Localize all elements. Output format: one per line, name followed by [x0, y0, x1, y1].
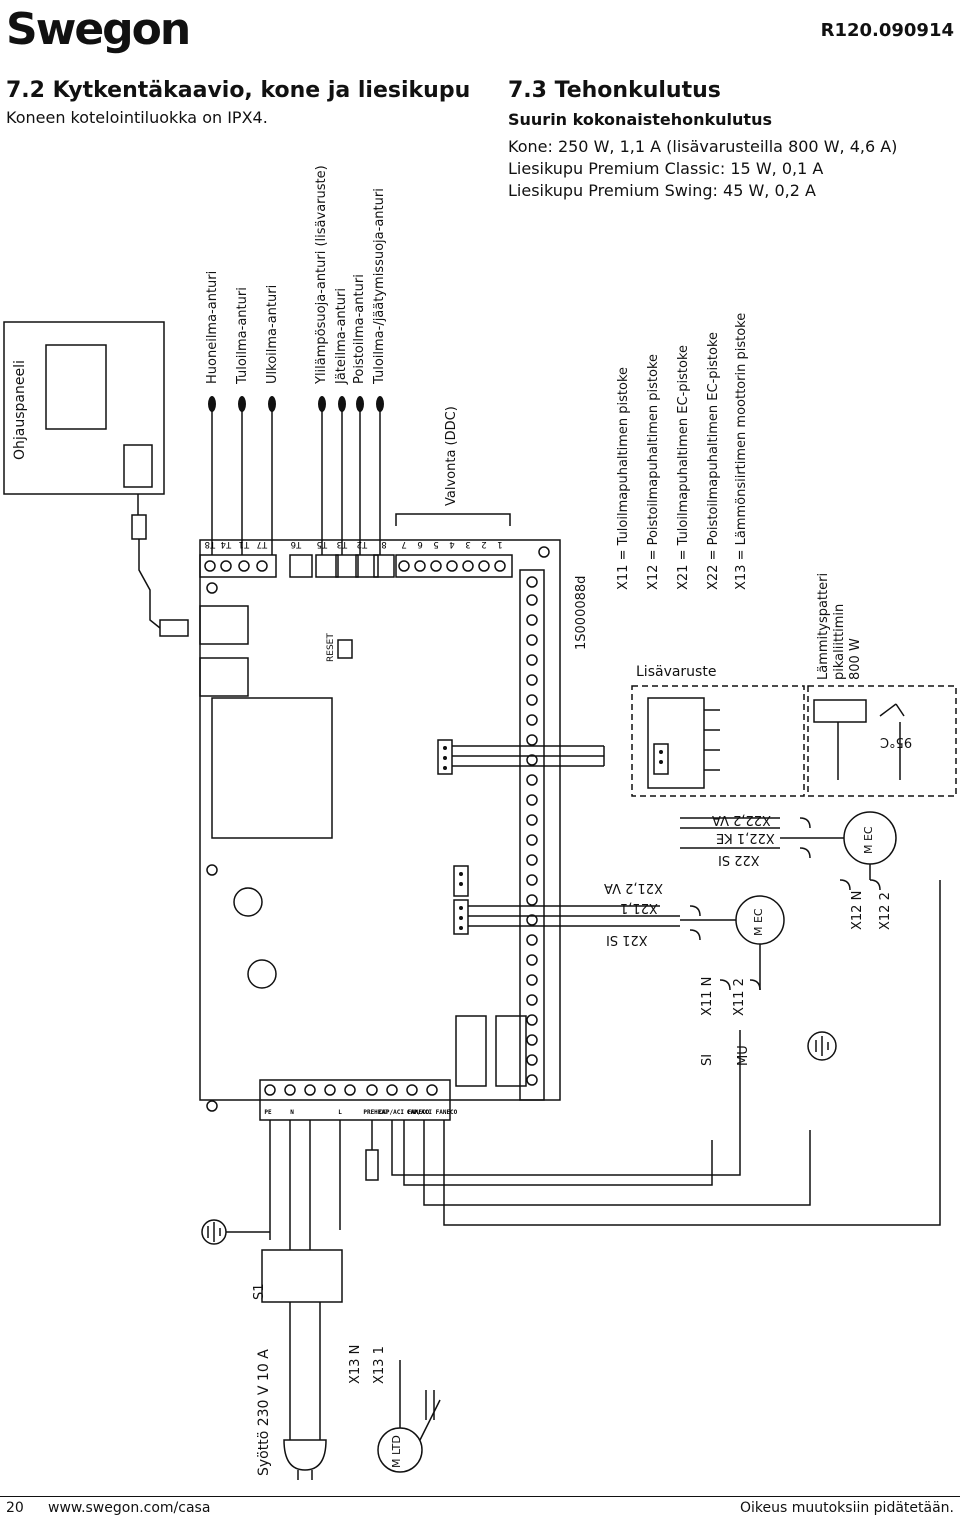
terminal-label-bottom: PE [264, 1109, 272, 1116]
accessory-box [631, 685, 805, 797]
switch-s1-box [261, 1249, 343, 1303]
label-si: SI [700, 1053, 715, 1066]
ddc-label: Valvonta (DDC) [444, 406, 459, 506]
terminal-label-bottom: L [338, 1109, 342, 1116]
section-title-wiring: 7.2 Kytkentäkaavio, kone ja liesikupu [6, 78, 471, 103]
plug-x11n: X11 N [700, 976, 715, 1016]
terminal-label-top: 8 [381, 539, 386, 549]
terminal-label-top: 6 [417, 539, 422, 549]
terminal-label-top: 5 [433, 539, 438, 549]
board-code: 1S000088d [574, 575, 589, 650]
terminal-label-top: T1 [239, 539, 250, 549]
plug-x222: X22,2 VA [712, 812, 771, 827]
sensor-label-room: Huoneilma-anturi [205, 270, 220, 384]
terminal-label-bottom: CAP/ACI FANECO [379, 1109, 430, 1116]
plug-x21si: X21 SI [606, 932, 648, 947]
terminal-label-top: T5 [317, 539, 328, 549]
legend-x13: X13 = Lämmönsiirtimen moottorin pistoke [734, 312, 749, 590]
motor-ec-supply-label: M EC [752, 908, 765, 936]
footer-url[interactable]: www.swegon.com/casa [48, 1500, 211, 1516]
power-wiring [269, 880, 941, 1250]
footer-divider [0, 1496, 960, 1497]
terminal-label-top: T7 [257, 539, 268, 549]
terminal-label-top: T6 [291, 539, 302, 549]
power-line-2: Liesikupu Premium Classic: 15 W, 0,1 A [508, 159, 824, 178]
power-subheading: Suurin kokonaistehonkulutus [508, 110, 772, 129]
legend-x11: X11 = Tuloilmapuhaltimen pistoke [616, 366, 631, 590]
section-title-power: 7.3 Tehonkulutus [508, 78, 721, 103]
signal-wires [452, 745, 680, 927]
control-panel-box [3, 321, 165, 495]
plug-x22si: X22 SI [718, 852, 760, 867]
control-panel-label: Ohjauspaneeli [12, 360, 28, 460]
sensor-label-overheat: Ylilämpösuoja-anturi (lisävaruste) [314, 165, 329, 384]
legend-x21: X21 = Tuloilmapuhaltimen EC-pistoke [676, 344, 691, 590]
plug-x112: X11 2 [732, 978, 747, 1016]
terminal-column-right [519, 569, 545, 1101]
sensor-leads [211, 404, 381, 555]
document-reference: R120.090914 [820, 20, 954, 41]
terminal-row-top [199, 554, 513, 578]
motor-ltd-label: M LTD [390, 1435, 403, 1468]
reset-label: RESET [326, 633, 336, 662]
plug-x131: X13 1 [372, 1346, 387, 1384]
thermostat-label: 95°C [880, 734, 913, 749]
terminal-label-top: T4 [221, 539, 232, 549]
terminal-label-top: 3 [465, 539, 470, 549]
power-line-1: Kone: 250 W, 1,1 A (lisävarusteilla 800 … [508, 137, 898, 156]
ground-symbol-motors [807, 1031, 837, 1061]
terminal-label-top: T3 [337, 539, 348, 549]
terminal-label-bottom: PREHEAT [363, 1109, 389, 1116]
terminal-label-bottom: N [290, 1109, 294, 1116]
sensor-label-exhaust: Poistoilma-anturi [352, 274, 367, 384]
section-subtitle-wiring: Koneen kotelointiluokka on IPX4. [6, 108, 268, 127]
plug-x221: X22,1 KE [716, 830, 775, 845]
plug-x122: X12 2 [878, 892, 893, 930]
terminal-label-top: 2 [481, 539, 486, 549]
accessory-label: Lisävaruste [636, 664, 717, 680]
sensor-label-supply: Tuloilma-anturi [235, 287, 250, 384]
legend-x12: X12 = Poistoilmapuhaltimen pistoke [646, 353, 661, 590]
motor-ec-exhaust-label: M EC [862, 826, 875, 854]
plug-x212: X21,2 VA [604, 880, 663, 895]
supply-plug [283, 1439, 327, 1471]
terminal-label-top: 7 [401, 539, 406, 549]
switch-s1-label: S1 [252, 1283, 267, 1300]
label-mu: MU [736, 1045, 751, 1066]
page-number: 20 [6, 1500, 24, 1516]
heater-box [807, 685, 957, 797]
terminal-label-bottom: CAP/ACI FANECO [407, 1109, 458, 1116]
terminal-label-top: T2 [357, 539, 368, 549]
sensor-label-frost: Tuloilma-/jäätymissuoja-anturi [372, 188, 387, 384]
sensor-label-outdoor: Ulkoilma-anturi [265, 284, 280, 384]
power-line-3: Liesikupu Premium Swing: 45 W, 0,2 A [508, 181, 816, 200]
plug-x12n: X12 N [850, 890, 865, 930]
ground-symbol-main [201, 1219, 270, 1245]
sensor-label-waste: Jäteilma-anturi [334, 288, 349, 384]
legend-x22: X22 = Poistoilmapuhaltimen EC-pistoke [706, 331, 721, 590]
supply-label: Syöttö 230 V 10 A [256, 1349, 272, 1476]
terminal-row-bottom [259, 1079, 451, 1121]
heater-label: Lämmityspatteri pikaliittimin 800 W [816, 572, 863, 680]
footer-note: Oikeus muutoksiin pidätetään. [739, 1500, 954, 1516]
swegon-logo: Swegon [6, 4, 191, 55]
plug-x13n: X13 N [348, 1344, 363, 1384]
terminal-label-top: T8 [205, 539, 216, 549]
terminal-label-top: 1 [497, 539, 502, 549]
terminal-label-top: 4 [449, 539, 454, 549]
plug-x211: X21,1 [620, 900, 658, 915]
